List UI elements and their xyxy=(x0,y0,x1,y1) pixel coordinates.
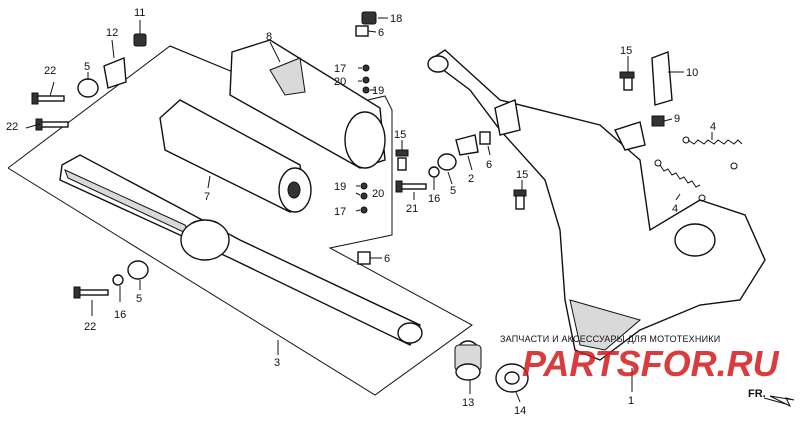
exhaust-seal xyxy=(454,340,482,381)
grommet-5c xyxy=(127,260,149,280)
tail-pipe xyxy=(59,154,423,346)
callout-6b: 6 xyxy=(486,159,492,171)
callout-4b: 4 xyxy=(672,203,678,215)
exhaust-gasket xyxy=(495,363,529,393)
callout-15c: 15 xyxy=(516,169,528,181)
callout-15a: 15 xyxy=(394,129,406,141)
callout-11: 11 xyxy=(134,7,145,19)
callout-5a: 5 xyxy=(84,61,90,73)
callout-20b: 20 xyxy=(372,188,384,200)
small-hardware-19-20-17-lower xyxy=(360,182,368,214)
callout-20a: 20 xyxy=(334,76,346,88)
bolt-15c xyxy=(513,189,527,210)
callout-17b: 17 xyxy=(334,206,346,218)
callout-10: 10 xyxy=(686,67,698,79)
washer-16b xyxy=(428,166,440,178)
watermark-tagline: ЗАПЧАСТИ И АКСЕССУАРЫ ДЛЯ МОТОТЕХНИКИ xyxy=(500,334,721,344)
callout-14: 14 xyxy=(514,405,526,417)
callout-12: 12 xyxy=(106,27,118,39)
collar-6c xyxy=(357,251,371,265)
callout-19a: 19 xyxy=(372,85,384,97)
callout-15b: 15 xyxy=(620,45,632,57)
callout-19b: 19 xyxy=(334,181,346,193)
bolt-22c xyxy=(73,286,109,299)
callout-labels: 11 12 5 22 22 8 7 3 18 6 17 20 19 19 20 … xyxy=(6,7,716,417)
nut-18 xyxy=(361,11,377,25)
small-hardware-17-20-19-upper xyxy=(362,64,370,94)
collar-6b xyxy=(479,131,491,145)
bracket-2 xyxy=(455,134,479,156)
callout-16b: 16 xyxy=(428,193,440,205)
front-direction-arrow xyxy=(763,395,795,408)
nut-11 xyxy=(133,33,147,47)
callout-5c: 5 xyxy=(136,293,142,305)
watermark-logo: PARTSFOR.RU xyxy=(522,343,780,382)
callout-9: 9 xyxy=(674,113,680,125)
callout-3: 3 xyxy=(274,357,280,369)
callout-4a: 4 xyxy=(710,121,716,133)
collar-6a xyxy=(355,25,369,37)
silencer-cover xyxy=(159,99,312,213)
silencer-upper xyxy=(229,39,386,169)
bolt-15a xyxy=(395,149,409,171)
stay-plate xyxy=(103,56,127,89)
expansion-chamber xyxy=(427,49,766,361)
callout-17a: 17 xyxy=(334,63,346,75)
callout-22c: 22 xyxy=(84,321,96,333)
grommet-5b xyxy=(437,153,457,171)
callout-21: 21 xyxy=(406,203,418,215)
callout-22a: 22 xyxy=(44,65,56,77)
callout-6a: 6 xyxy=(378,27,384,39)
svg-text:PARTSFOR.RU: PARTSFOR.RU xyxy=(522,343,780,382)
bracket xyxy=(651,51,673,106)
direction-label: FR. xyxy=(748,388,766,400)
nut-9 xyxy=(651,115,665,127)
callout-16a: 16 xyxy=(114,309,126,321)
spring-lower xyxy=(654,159,706,202)
spring-upper xyxy=(682,136,743,170)
callout-7: 7 xyxy=(204,191,210,203)
callout-5b: 5 xyxy=(450,185,456,197)
callout-22b: 22 xyxy=(6,121,18,133)
bolt-22b xyxy=(35,118,69,131)
callout-2: 2 xyxy=(468,173,474,185)
leader-lines xyxy=(25,17,713,403)
bolt-21 xyxy=(395,180,427,193)
grommet-5a xyxy=(77,78,99,98)
callout-18: 18 xyxy=(390,13,402,25)
bolt-15b xyxy=(619,71,635,91)
callout-13: 13 xyxy=(462,397,474,409)
callout-8: 8 xyxy=(266,31,272,43)
callout-1: 1 xyxy=(628,395,634,407)
callout-6c: 6 xyxy=(384,253,390,265)
bolt-22a xyxy=(31,92,65,105)
washer-16a xyxy=(112,274,124,286)
